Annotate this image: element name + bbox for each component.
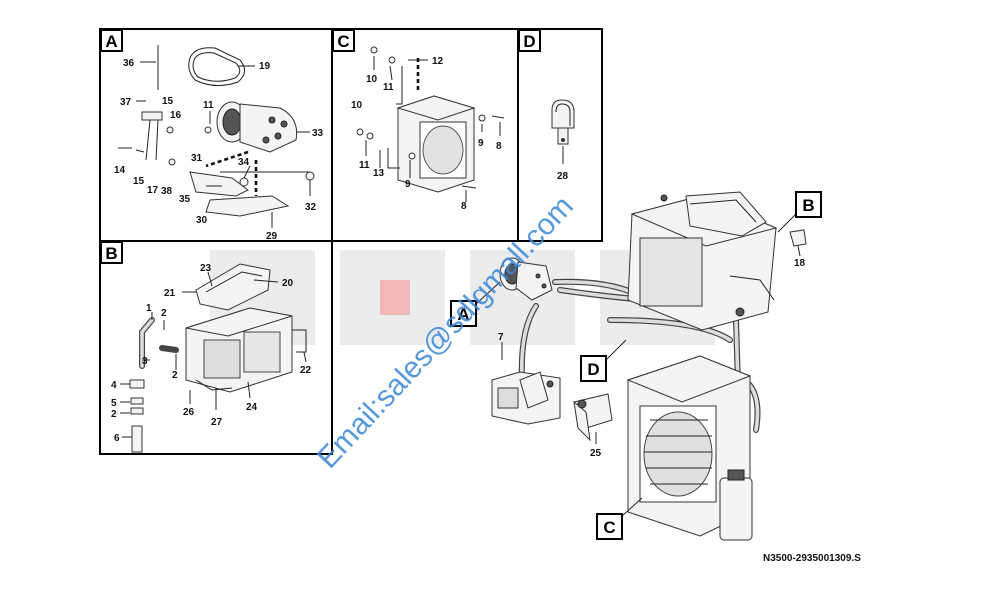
- svg-text:A: A: [457, 305, 469, 324]
- part-number-label: 2: [111, 409, 117, 420]
- main-assembly: 18 7 25 B A D C: [450, 191, 822, 541]
- callout-d: D: [580, 339, 627, 382]
- part-number-label: 22: [300, 365, 312, 376]
- part-number-label: 30: [196, 215, 208, 226]
- part-number-label: 38: [161, 186, 173, 197]
- part-number-label: 11: [359, 160, 370, 171]
- part-number-label: 13: [373, 168, 385, 179]
- part-number-label: 32: [305, 202, 317, 213]
- part-number-label: 25: [590, 448, 602, 459]
- part-number-label: 6: [114, 433, 120, 444]
- part-number-label: 8: [461, 201, 467, 212]
- panel-b-letter: B: [105, 244, 117, 263]
- part-number-label: 24: [246, 402, 258, 413]
- part-number-label: 15: [162, 96, 174, 107]
- part-number-label: 36: [123, 58, 135, 69]
- part-number-label: 19: [259, 61, 271, 72]
- part-number-label: 2: [161, 308, 167, 319]
- part-number-label: 16: [170, 110, 182, 121]
- part-number-label: 10: [351, 100, 363, 111]
- part-number-label: 28: [557, 171, 569, 182]
- drawing-code: N3500-2935001309.S: [763, 553, 861, 564]
- callout-a: A: [450, 281, 501, 327]
- part-number-label: 2: [172, 370, 178, 381]
- part-number-label: 9: [478, 138, 484, 149]
- panel-c: C 12 10 11 10 9 8 11 13 9: [331, 28, 519, 242]
- part-number-label: 11: [383, 82, 394, 93]
- callout-c: C: [596, 497, 643, 540]
- part-number-label: 20: [282, 278, 294, 289]
- part-number-label: 21: [164, 288, 176, 299]
- part-number-label: 11: [203, 100, 214, 111]
- panel-a: A: [99, 28, 333, 242]
- part-number-label: 17: [147, 185, 159, 196]
- panel-b: B 23 20 21 1: [99, 240, 333, 455]
- part-number-label: 7: [498, 332, 504, 343]
- part-number-label: 4: [111, 380, 117, 391]
- part-number-label: 1: [146, 303, 152, 314]
- part-number-label: 8: [496, 141, 502, 152]
- part-number-label: 15: [133, 176, 145, 187]
- part-number-label: 10: [366, 74, 378, 85]
- part-number-label: 14: [114, 165, 126, 176]
- callout-b: B: [777, 191, 822, 233]
- part-number-label: 18: [794, 258, 806, 269]
- panel-d: D 28: [517, 28, 603, 242]
- svg-text:B: B: [802, 196, 814, 215]
- part-number-label: 34: [238, 157, 250, 168]
- part-number-label: 33: [312, 128, 324, 139]
- part-number-label: 26: [183, 407, 195, 418]
- part-number-label: 23: [200, 263, 212, 274]
- svg-text:D: D: [587, 360, 599, 379]
- part-number-label: 27: [211, 417, 223, 428]
- part-number-label: 9: [405, 179, 411, 190]
- part-number-label: 35: [179, 194, 191, 205]
- part-number-label: 37: [120, 97, 132, 108]
- svg-text:C: C: [603, 518, 615, 537]
- part-number-label: 5: [111, 398, 117, 409]
- part-number-label: 12: [432, 56, 444, 67]
- panel-d-letter: D: [523, 32, 535, 51]
- part-number-label: 3: [142, 356, 148, 367]
- part-number-label: 31: [191, 153, 203, 164]
- panel-c-letter: C: [337, 32, 349, 51]
- part-number-label: 29: [266, 231, 278, 242]
- panel-a-letter: A: [105, 32, 117, 51]
